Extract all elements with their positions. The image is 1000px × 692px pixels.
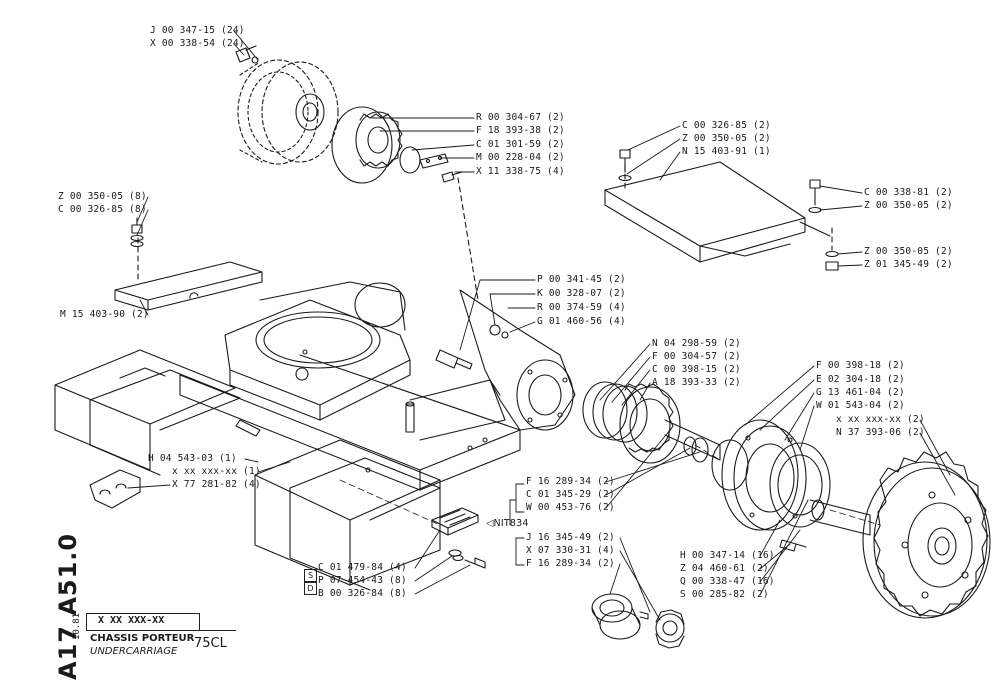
label-a-18-393-33: A 18 393-33 (2) [652,377,741,388]
label-f-16-289-34-a: F 16 289-34 (2) [526,476,615,487]
motor-screw [441,171,463,183]
label-r-00-304-67: R 00 304-67 (2) [476,112,565,123]
label-j-16-345-49: J 16 345-49 (2) [526,532,615,543]
label-x-11-338-75: X 11 338-75 (4) [476,166,565,177]
label-z-00-350-05-8: Z 00 350-05 (8) [58,191,147,202]
label-f-00-398-18: F 00 398-18 (2) [816,360,905,371]
label-h-00-347-14: H 00 347-14 (16) [680,550,775,561]
drive-gear-assembly [582,381,721,464]
label-x-xx-xxx-xx-2: x xx xxx-xx (2) [836,414,925,425]
slide-pad [431,507,479,536]
label-c-00-398-15: C 00 398-15 (2) [652,364,741,375]
label-k-00-328-07: K 00 328-07 (2) [537,288,626,299]
model: 75CL [194,636,227,651]
gear-housing [435,289,576,431]
label-z-04-460-61: Z 04 460-61 (2) [680,563,769,574]
drive-sprocket [862,451,991,619]
label-n-37-393-06: N 37 393-06 (2) [836,427,925,438]
label-n-04-298-59: N 04 298-59 (2) [652,338,741,349]
label-x-07-330-31: X 07 330-31 (4) [526,545,615,556]
label-q-00-338-47: Q 00 338-47 (16) [680,576,775,587]
label-s-00-285-82: S 00 285-82 (2) [680,589,769,600]
label-x-xx-xxx-xx-1: x xx xxx-xx (1) [172,466,261,477]
label-r-00-374-59: R 00 374-59 (4) [537,302,626,313]
title-en: UNDERCARRIAGE [90,646,178,657]
label-p-07-454-43: P 07 454-43 (8) [318,575,407,586]
label-z-01-345-49: Z 01 345-49 (2) [864,259,953,270]
label-g-13-461-04: G 13 461-04 (2) [816,387,905,398]
label-g-01-460-56: G 01 460-56 (4) [537,316,626,327]
label-z-00-350-05-2a: Z 00 350-05 (2) [682,133,771,144]
hydraulic-motor [235,45,339,165]
sheet-date: 10.81 [72,612,82,640]
assembly-lines [339,444,881,526]
label-j-00-347-15: J 00 347-15 (24) [150,25,245,36]
nit-ref-text: NIT834 [493,518,529,529]
title-fr: CHASSIS PORTEUR [90,633,195,644]
label-m-15-403-90: M 15 403-90 (2) [60,309,149,320]
pad-screw [448,549,486,569]
label-c-00-326-85-2: C 00 326-85 (2) [682,120,771,131]
rubber-pad-left [89,469,141,509]
label-f-00-304-57: F 00 304-57 (2) [652,351,741,362]
lock-nut [655,609,685,649]
label-n-15-403-91: N 15 403-91 (1) [682,146,771,157]
label-x-77-281-82: X 77 281-82 (4) [172,479,261,490]
seal-ring [591,593,649,640]
label-x-00-338-54: X 00 338-54 (24) [150,38,245,49]
part-ref: X XX XXX-XX [98,615,165,626]
label-e-02-304-18: E 02 304-18 (2) [816,374,905,385]
leader-lines [127,30,956,621]
o-ring [331,106,393,184]
label-c-01-479-84: C 01 479-84 (4) [318,562,407,573]
retaining-disc [399,146,421,174]
label-nit-ref: ◁NIT834 [486,518,529,529]
lock-plate [419,153,449,169]
top-plate-left [114,217,263,311]
chassis-frame [54,281,521,591]
label-z-00-350-05-2b: Z 00 350-05 (2) [864,200,953,211]
wheel-hub [711,419,871,552]
label-f-18-393-38: F 18 393-38 (2) [476,125,565,136]
label-c-00-338-81: C 00 338-81 (2) [864,187,953,198]
label-c-01-345-29: C 01 345-29 (2) [526,489,615,500]
label-b-00-326-84: B 00 326-84 (8) [318,588,407,599]
label-m-00-228-04: M 00 228-04 (2) [476,152,565,163]
top-cover-right [604,149,839,271]
label-c-00-326-85-8: C 00 326-85 (8) [58,204,147,215]
drive-gear [355,111,403,169]
title-divider [86,630,236,631]
label-w-01-543-04: W 01 543-04 (2) [816,400,905,411]
label-p-00-341-45: P 00 341-45 (2) [537,274,626,285]
badge-d: D [304,582,317,595]
label-w-00-453-76: W 00 453-76 (2) [526,502,615,513]
label-c-01-301-59: C 01 301-59 (2) [476,139,565,150]
label-f-16-289-34-b: F 16 289-34 (2) [526,558,615,569]
label-h-04-543-03: H 04 543-03 (1) [148,453,237,464]
sheet-code: A17 A51.0 [54,532,82,680]
badge-s: S [304,569,317,582]
label-z-00-350-05-2c: Z 00 350-05 (2) [864,246,953,257]
